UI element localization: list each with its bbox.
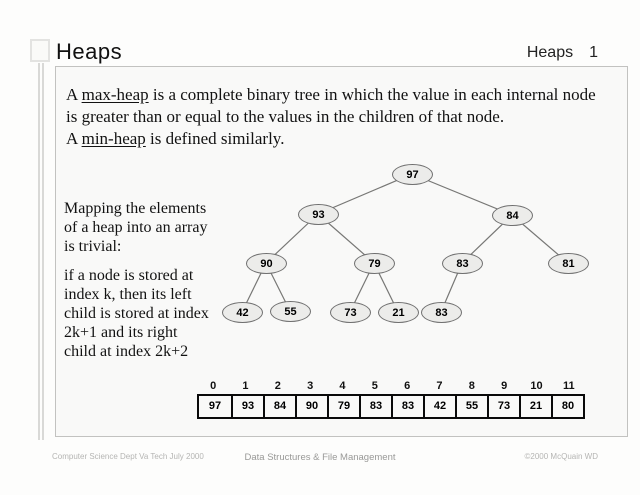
intro-p2-prefix: A (66, 129, 82, 148)
array-cell: 21 (519, 396, 551, 417)
intro-p1-rest: is a complete binary tree in which the v… (148, 85, 596, 104)
tree-node: 83 (442, 253, 483, 274)
index-label: 6 (404, 380, 411, 392)
index-label: 5 (371, 380, 378, 392)
footer-right: ©2000 McQuain WD (524, 452, 598, 461)
array-cell: 80 (551, 396, 583, 417)
array-cell: 84 (263, 396, 295, 417)
array-cell: 97 (208, 400, 222, 412)
index-label: 0 (210, 380, 217, 392)
intro-paragraph-2: A min-heap is defined similarly. (66, 128, 284, 150)
array-cell: 93 (231, 396, 263, 417)
intro-p2-rest: is defined similarly. (145, 129, 285, 148)
array-cell: 83 (359, 396, 391, 417)
mapping-note-p1: Mapping the elements of a heap into an a… (64, 199, 207, 256)
mapping-note-p2: if a node is stored at index k, then its… (64, 266, 209, 361)
tree-node: 55 (270, 301, 311, 322)
corner-square (30, 39, 50, 62)
page-title: Heaps (56, 39, 123, 64)
mapping-line: if a node is stored at (64, 267, 194, 284)
intro-p1-prefix: A (66, 85, 82, 104)
footer-center: Data Structures & File Management (244, 452, 396, 463)
mapping-line: child at index 2k+2 (64, 343, 189, 360)
index-label: 8 (468, 380, 475, 392)
mapping-line: index k, then its left (64, 286, 192, 303)
intro-paragraph-1: A max-heap is a complete binary tree in … (66, 84, 596, 128)
header-right-label: Heaps (526, 44, 574, 61)
page-number: 1 (589, 44, 598, 61)
index-label: 7 (436, 380, 443, 392)
array-cell: 79 (327, 396, 359, 417)
tree-node: 97 (392, 164, 433, 185)
array-table: 97 93 84 90 79 83 83 42 55 73 21 80 (197, 394, 585, 419)
index-label: 1 (242, 380, 249, 392)
tree-node: 81 (548, 253, 589, 274)
array-cell: 73 (487, 396, 519, 417)
header-right: Heaps 1 (527, 44, 598, 62)
index-label: 10 (530, 380, 543, 392)
array-index-row: 0 1 2 3 4 5 6 7 8 9 10 11 (197, 380, 585, 392)
mapping-line: 2k+1 and its right (64, 324, 178, 341)
index-label: 11 (563, 380, 575, 392)
array-cell: 42 (423, 396, 455, 417)
index-label: 3 (307, 380, 314, 392)
tree-node: 93 (298, 204, 339, 225)
array-cell: 83 (391, 396, 423, 417)
index-label: 2 (274, 380, 281, 392)
heap-array: 0 1 2 3 4 5 6 7 8 9 10 11 97 93 84 90 79… (197, 380, 585, 419)
tree-node: 84 (492, 205, 533, 226)
tree-node: 21 (378, 302, 419, 323)
term-min-heap: min-heap (81, 129, 146, 148)
array-cell: 90 (295, 396, 327, 417)
array-cell: 55 (455, 396, 487, 417)
tree-node: 90 (246, 253, 287, 274)
term-max-heap: max-heap (81, 85, 149, 104)
index-label: 9 (501, 380, 508, 392)
footer-left: Computer Science Dept Va Tech July 2000 (52, 452, 204, 461)
tree-node: 79 (354, 253, 395, 274)
intro-p1-line2: is greater than or equal to the values i… (66, 107, 505, 126)
mapping-line: child is stored at index (64, 305, 209, 322)
content-box (55, 66, 628, 437)
mapping-line: is trivial: (64, 238, 122, 255)
mapping-line: Mapping the elements (64, 200, 207, 217)
index-label: 4 (339, 380, 346, 392)
tree-node: 83 (421, 302, 462, 323)
tree-node: 42 (222, 302, 263, 323)
left-spine-lines (38, 63, 44, 440)
tree-node: 73 (330, 302, 371, 323)
mapping-line: of a heap into an array (64, 219, 208, 236)
